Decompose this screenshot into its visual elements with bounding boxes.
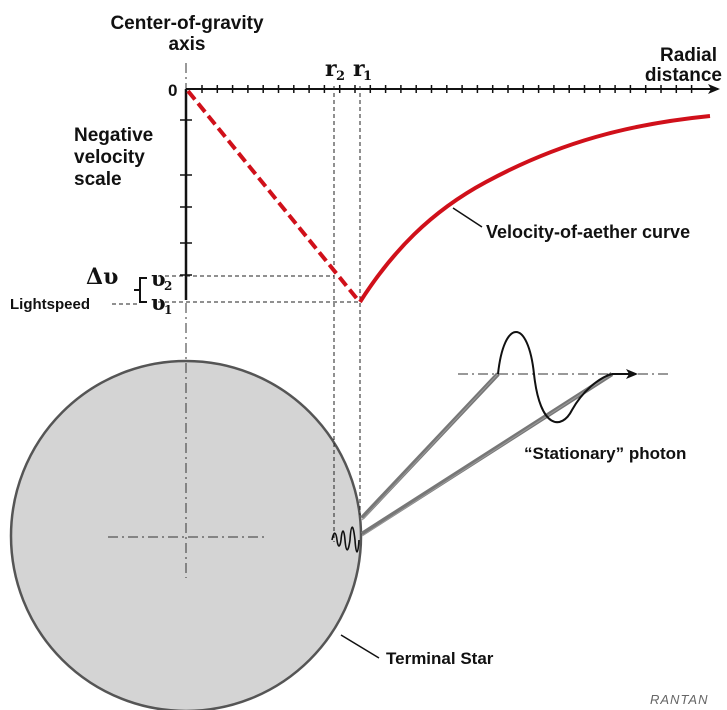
curve-label: Velocity-of-aether curve — [486, 222, 690, 242]
star-label-leader — [340, 634, 380, 659]
r1-label: r — [353, 56, 365, 82]
neg-velocity-line2: velocity — [74, 147, 145, 168]
credit-logo: RANTAN — [650, 692, 708, 707]
lightspeed-label: Lightspeed — [10, 296, 90, 313]
r2-subscript: 2 — [336, 69, 345, 84]
v1-label: υ — [151, 290, 166, 315]
v2-subscript: 2 — [164, 279, 172, 293]
emitted-wave-packet — [331, 526, 360, 553]
zero-label: 0 — [168, 81, 177, 100]
stationary-photon-label: “Stationary” photon — [524, 444, 686, 463]
cog-axis-title-line2: axis — [169, 34, 206, 55]
neg-velocity-line1: Negative — [74, 125, 153, 146]
delta-v-bracket — [134, 277, 147, 303]
v2-label: υ — [151, 266, 166, 291]
curve-label-leader — [452, 207, 483, 228]
delta-v-label: Δυ — [86, 264, 118, 290]
radial-axis-ticks — [201, 85, 693, 93]
linear-velocity-segment — [186, 89, 360, 302]
terminal-star-label: Terminal Star — [386, 649, 494, 668]
terminal-star — [9, 359, 363, 710]
cog-axis-title-line1: Center-of-gravity — [110, 13, 264, 34]
velocity-axis-ticks — [180, 119, 192, 276]
beam-upper-thin — [361, 373, 499, 521]
radial-distance-label-line2: distance — [645, 65, 722, 86]
r1-subscript: 1 — [363, 69, 372, 84]
radial-distance-label-line1: Radial — [660, 45, 717, 66]
velocity-of-aether-curve — [358, 114, 711, 304]
neg-velocity-line3: scale — [74, 169, 122, 190]
stationary-photon-wave — [497, 331, 613, 424]
v1-subscript: 1 — [164, 303, 172, 317]
r2-label: r — [325, 56, 337, 82]
beam-lower-thin — [361, 373, 613, 537]
